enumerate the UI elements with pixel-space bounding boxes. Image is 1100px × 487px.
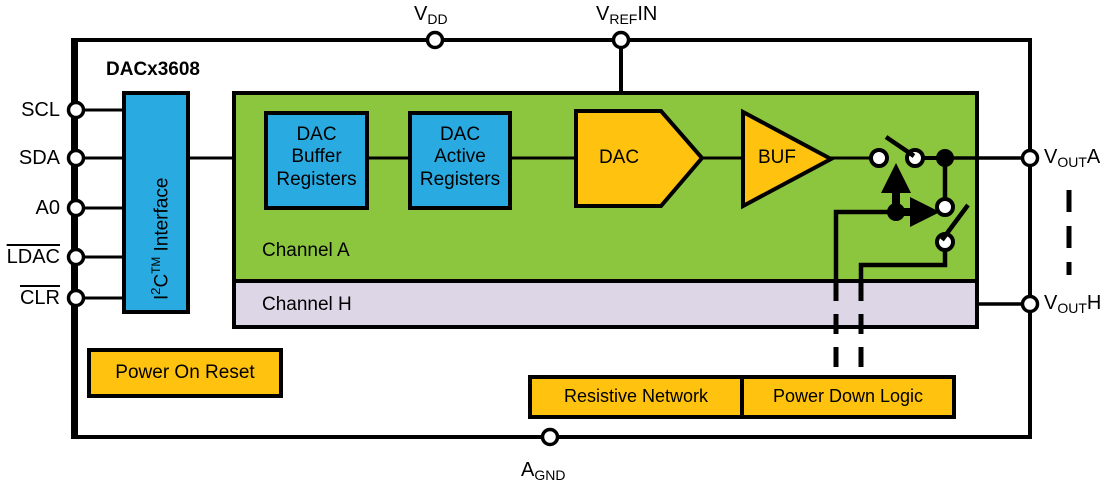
dac-active-registers-label: DAC Active Registers <box>410 124 510 191</box>
dac-block-label: DAC <box>598 147 640 168</box>
pin-terminal-ldac[interactable] <box>66 247 86 267</box>
pin-terminal-sda[interactable] <box>66 148 86 168</box>
dac-active-registers-line2: Active <box>434 146 486 168</box>
pin-terminal-agnd[interactable] <box>540 427 560 447</box>
resistive-network-label: Resistive Network <box>563 386 709 406</box>
power-on-reset-label: Power On Reset <box>115 362 255 383</box>
pin-label-vdd: VDD <box>414 3 448 27</box>
control-arrow-right-head <box>910 197 940 227</box>
pin-terminal-clr[interactable] <box>66 288 86 308</box>
pd-switch-contact-top[interactable] <box>935 197 955 217</box>
power-on-reset-block[interactable] <box>87 348 283 398</box>
channel-h-label: Channel H <box>262 294 352 315</box>
pin-label-ldac: LDAC <box>6 246 60 268</box>
control-route-left <box>833 209 896 281</box>
pin-label-vouth: VOUTH <box>1044 292 1100 316</box>
pin-terminal-vouth[interactable] <box>1020 294 1040 314</box>
i2c-interface-label: I2CTM Interface <box>148 177 173 300</box>
pin-terminal-vrefin[interactable] <box>611 30 631 50</box>
dac-buffer-registers-line1: DAC <box>296 124 337 145</box>
i2c-interface-block[interactable] <box>122 91 190 314</box>
pin-terminal-vdd[interactable] <box>425 30 445 50</box>
pin-label-scl: SCL <box>21 99 60 121</box>
dac-active-registers-block[interactable] <box>408 111 512 210</box>
power-down-logic-block[interactable] <box>740 375 956 419</box>
resistive-network-block[interactable] <box>528 375 744 419</box>
pin-terminal-vouta[interactable] <box>1020 148 1040 168</box>
pin-label-a0: A0 <box>35 197 60 219</box>
dac-buffer-registers-line2: Buffer <box>291 146 342 168</box>
pin-terminal-scl[interactable] <box>66 100 86 120</box>
switch-contact-left[interactable] <box>869 148 889 168</box>
control-route-right <box>858 250 948 281</box>
pin-label-agnd: AGND <box>521 459 566 483</box>
pin-label-sda: SDA <box>18 147 60 169</box>
pin-label-vouta: VOUTA <box>1044 146 1100 170</box>
dac-active-registers-line1: DAC <box>439 124 481 145</box>
channel-h-region <box>232 279 979 329</box>
dac-active-registers-line3: Registers <box>419 168 501 190</box>
pin-terminal-a0[interactable] <box>66 198 86 218</box>
control-arrow-up-head <box>881 163 911 193</box>
dac-buffer-registers-label: DAC Buffer Registers <box>266 124 367 191</box>
dac-buffer-registers-block[interactable] <box>264 111 369 210</box>
buf-amplifier-block[interactable] <box>741 108 836 210</box>
dac-block[interactable] <box>574 109 705 208</box>
buf-block-label: BUF <box>758 147 796 168</box>
channel-a-label: Channel A <box>262 240 350 261</box>
pin-label-clr: CLR <box>19 287 60 309</box>
pin-label-vrefin: VREFIN <box>596 3 658 27</box>
switch-blade-output[interactable] <box>884 135 916 158</box>
chip-title: DACx3608 <box>106 59 200 80</box>
dac-buffer-registers-line3: Registers <box>276 168 357 190</box>
pd-switch-blade[interactable] <box>940 203 970 242</box>
power-down-logic-label: Power Down Logic <box>772 386 924 406</box>
